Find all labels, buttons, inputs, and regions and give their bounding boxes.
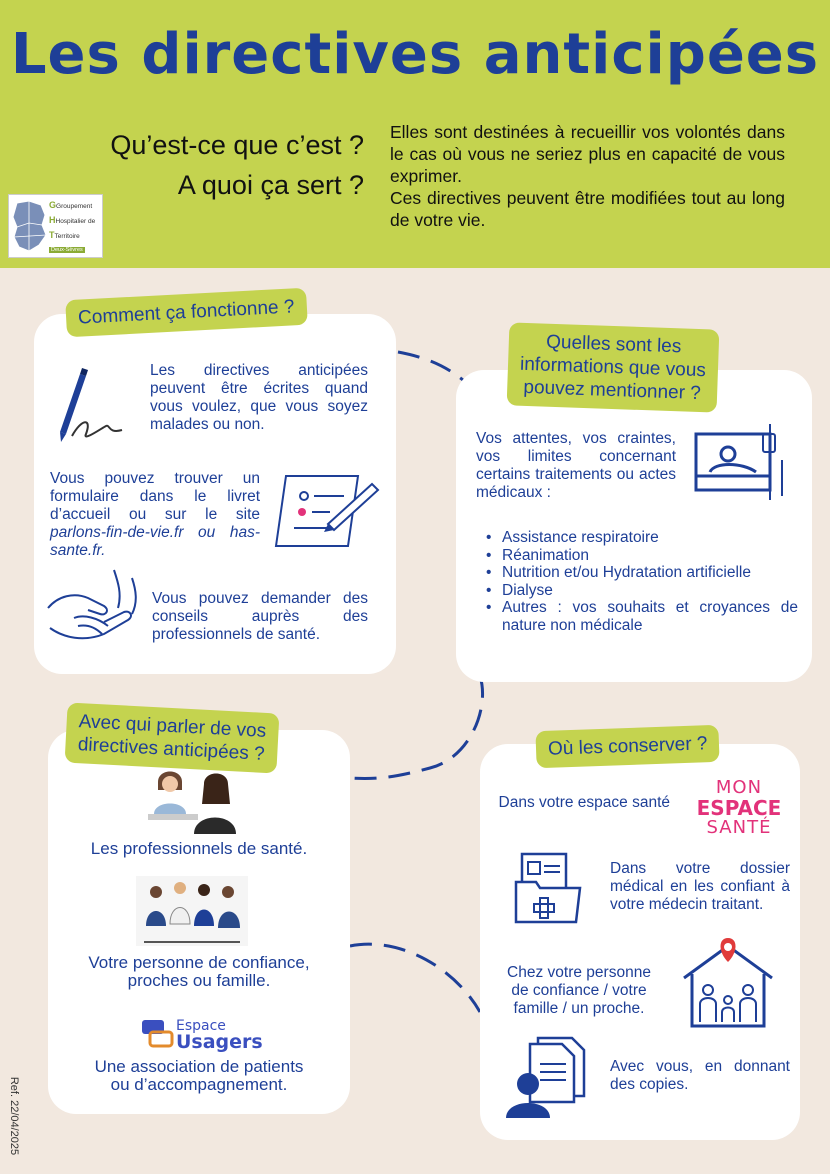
how-item-2: Vous pouvez trouver un formulaire dans l… [50,470,260,560]
holding-hands-icon [47,569,137,640]
where-item-3-line-3: famille / un proche. [513,1000,645,1017]
info-intro: Vos attentes, vos craintes, vos limites … [476,430,676,501]
who-item-2-line-1: Votre personne de confiance, [88,953,310,972]
who-item-3: Une association de patients ou d’accompa… [48,1058,350,1094]
question-line-1: Qu’est-ce que c’est ? [110,130,364,160]
info-bullet: Dialyse [486,582,798,600]
tag-info: Quelles sont les informations que vous p… [506,322,720,413]
pen-icon [60,368,123,442]
hospital-bed-icon [694,424,783,500]
who-item-3-line-2: ou d’accompagnement. [110,1075,288,1094]
info-bullet-list: Assistance respiratoire Réanimation Nutr… [486,529,798,634]
logo-line-3: TTerritoire [49,230,80,240]
info-bullet: Réanimation [486,547,798,565]
who-item-2: Votre personne de confiance, proches ou … [48,954,350,990]
how-item-2-text: Vous pouvez trouver un formulaire dans l… [50,470,260,523]
info-bullet: Assistance respiratoire [486,529,798,547]
who-item-2-line-2: proches ou famille. [127,971,271,990]
reference-text: Ref. 22/04/2025 [8,1076,20,1156]
mes-line-1: MON [715,777,763,798]
usagers-word-2: Usagers [176,1031,263,1053]
card-info [456,370,812,682]
where-item-3: Chez votre personne de confiance / votre… [486,964,672,1018]
medical-file-icon [514,852,582,924]
where-item-3-line-2: de confiance / votre [511,982,647,999]
where-item-2: Dans votre dossier médical en les confia… [610,860,790,913]
espace-usagers-logo: Espace Usagers [140,1016,263,1056]
doctor-consultation-icon [148,771,236,834]
speech-bubbles-icon [142,1020,174,1048]
ght-logo: GGroupement HHospitalier de TTerritoire … [8,194,103,258]
where-item-3-line-1: Chez votre personne [507,964,651,981]
form-document-icon [274,475,380,547]
logo-line-4: Deux-Sèvres [49,247,85,253]
tag-who: Avec qui parler de vos directives antici… [64,702,280,774]
mes-line-2: ESPACE [696,796,782,820]
where-item-1: Dans votre espace santé [498,794,670,811]
house-family-icon [683,938,773,1028]
tag-where: Où les conserver ? [535,724,721,769]
header-banner: Les directives anticipées Qu’est-ce que … [0,0,830,268]
info-bullet: Nutrition et/ou Hydratation artificielle [486,564,798,582]
page-title: Les directives anticipées [10,22,820,87]
person-with-documents-icon [506,1036,586,1118]
how-item-2-links: parlons-fin-de-vie.fr ou has-sante.fr. [50,524,260,559]
group-of-people-icon [136,876,248,946]
question-line-2: A quoi ça sert ? [177,170,364,200]
how-item-1: Les directives anticipées peuvent être é… [150,362,368,433]
deux-sevres-map-icon [12,200,47,252]
mon-espace-sante-logo: MON ESPACE SANTÉ [693,778,785,838]
who-item-1: Les professionnels de santé. [90,839,308,858]
mes-line-3: SANTÉ [706,817,772,838]
intro-paragraph-1: Elles sont destinées à recueillir vos vo… [390,122,785,186]
usagers-word-1: Espace [176,1018,226,1034]
where-item-4: Avec vous, en donnant des copies. [610,1058,790,1093]
intro-paragraph-2: Ces directives peuvent être modifiées to… [390,188,785,230]
how-item-3: Vous pouvez demander des conseils auprès… [152,590,368,643]
who-item-3-line-1: Une association de patients [94,1057,304,1076]
info-bullet: Autres : vos souhaits et croyances de na… [486,599,798,634]
intro-text: Elles sont destinées à recueillir vos vo… [390,121,785,231]
logo-line-1: GGroupement [49,200,93,210]
reference-date: Ref. 22/04/2025 [4,1066,24,1166]
logo-line-2: HHospitalier de [49,215,96,225]
